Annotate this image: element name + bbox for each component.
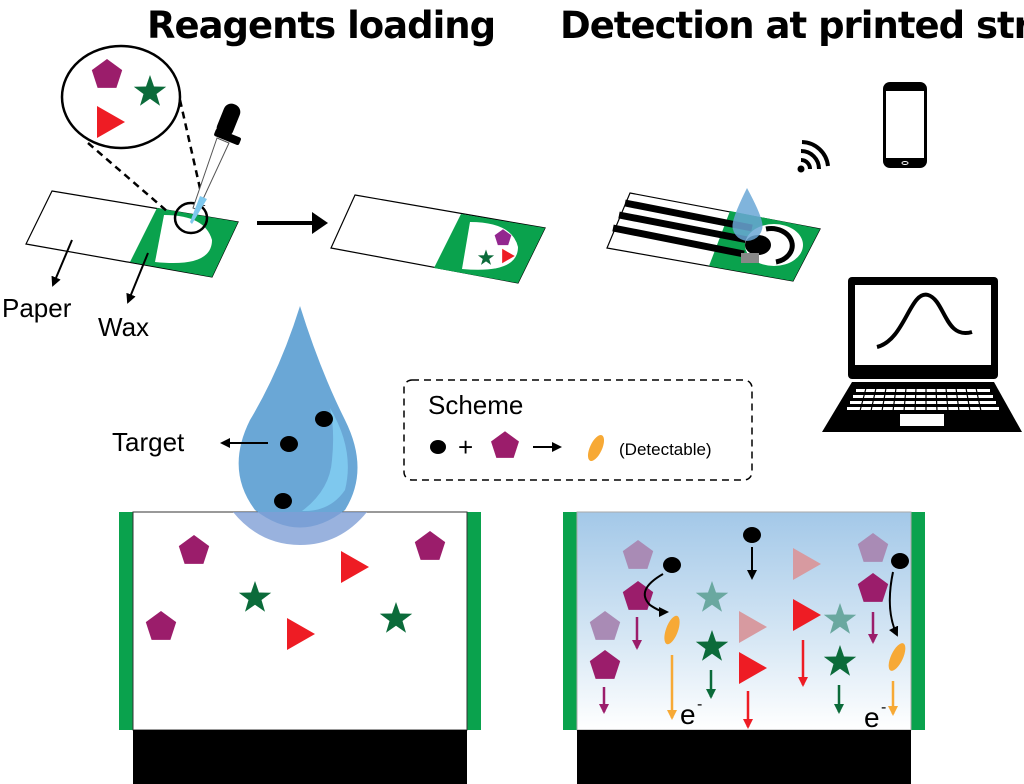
svg-text:-: -	[697, 696, 702, 713]
water-drop-icon	[233, 306, 367, 545]
dropper-icon	[190, 103, 241, 224]
paper-strip-unloaded	[25, 190, 239, 278]
electron-label: e	[864, 702, 880, 733]
electron-label: e	[680, 699, 696, 730]
detectable-product-icon	[587, 435, 605, 461]
printed-electrode-strip	[606, 188, 821, 282]
label-paper: Paper	[2, 293, 72, 323]
target-molecule-icon	[430, 440, 446, 454]
title-detection: Detection at printed strip	[560, 4, 1024, 47]
label-wax: Wax	[98, 312, 149, 342]
scheme-plus: +	[458, 432, 473, 462]
paper-pointer-arrow	[51, 239, 73, 287]
well-during-detection: e - e -	[563, 511, 925, 784]
label-target: Target	[112, 427, 185, 457]
process-arrow-head	[312, 212, 328, 234]
laptop-icon	[822, 277, 1022, 432]
detectable-label: (Detectable)	[619, 440, 712, 459]
scheme-legend: Scheme + (Detectable)	[403, 379, 753, 481]
smartphone-icon	[883, 82, 927, 168]
wax-pointer-arrow	[126, 252, 149, 304]
well-before-detection	[119, 511, 481, 784]
wifi-icon	[797, 140, 830, 173]
electrode-base	[577, 730, 911, 784]
paper-strip-loaded	[330, 194, 546, 284]
svg-text:-: -	[881, 699, 886, 716]
reagent-pentagon-icon	[491, 431, 519, 458]
title-reagents-loading: Reagents loading	[147, 4, 495, 47]
electrode-base	[133, 730, 467, 784]
scheme-title: Scheme	[428, 390, 523, 420]
